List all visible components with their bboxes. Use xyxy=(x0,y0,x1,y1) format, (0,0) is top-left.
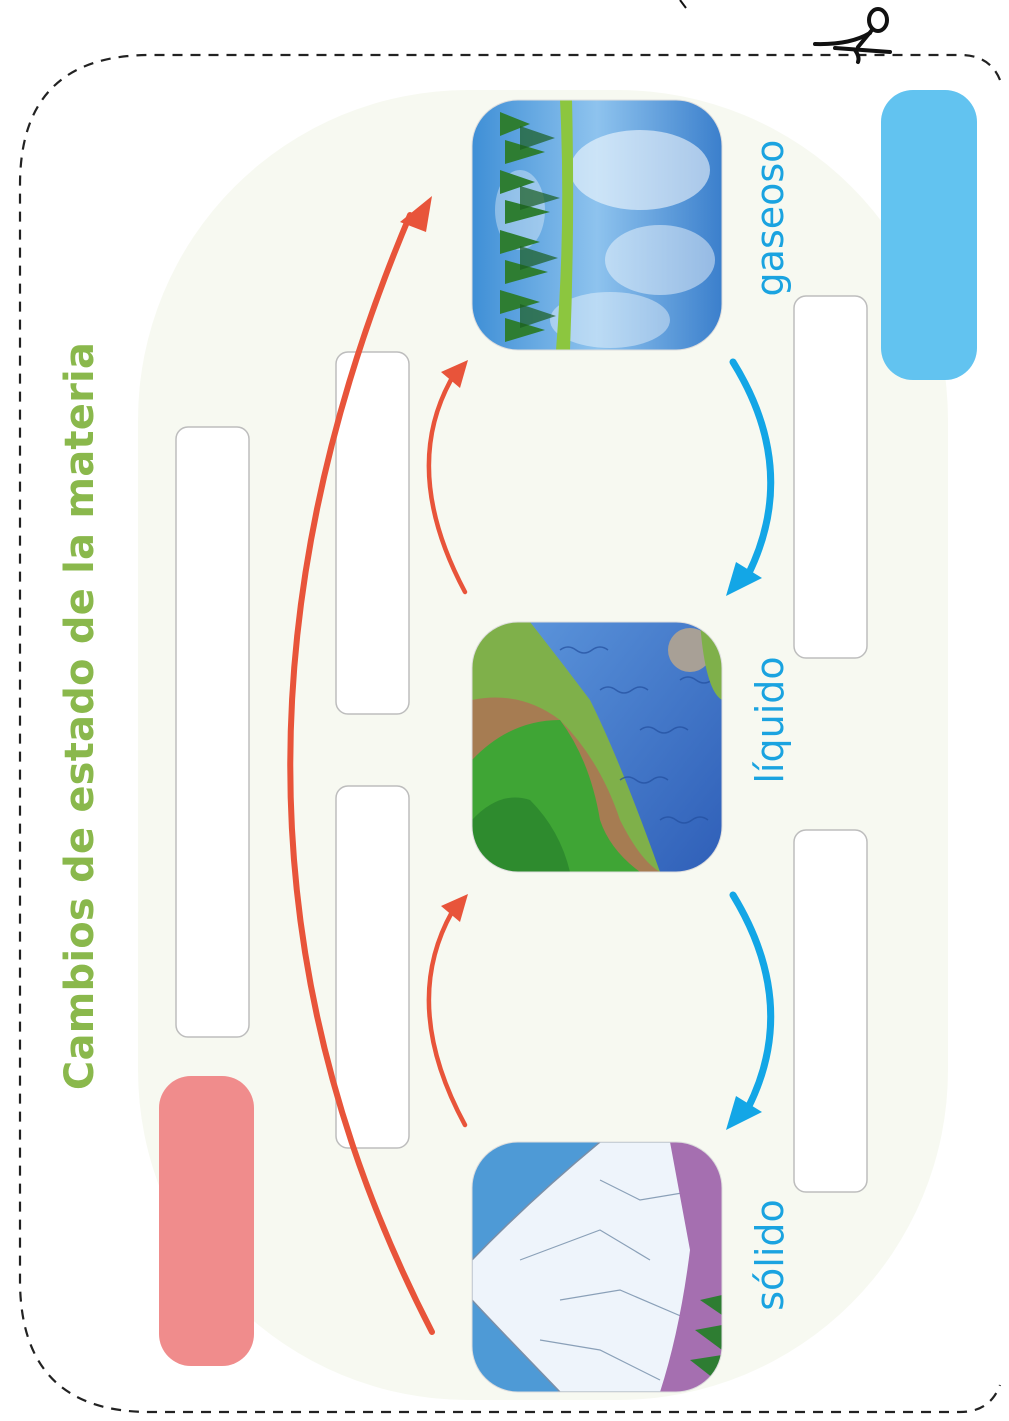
state-label-solid: sólido xyxy=(748,1199,792,1311)
heat-tag xyxy=(159,1076,254,1366)
evaporation-arrow xyxy=(426,360,468,595)
page-title: Cambios de estado de la materia xyxy=(57,341,103,1091)
state-label-liquid: líquido xyxy=(748,656,792,784)
answer-box-condensation[interactable] xyxy=(793,295,868,659)
scissors-icon xyxy=(813,7,892,64)
solidification-arrow xyxy=(726,891,775,1130)
answer-box-evaporation[interactable] xyxy=(335,351,410,715)
top-edge-tick xyxy=(679,0,687,9)
dashed-cut-border xyxy=(18,53,1002,1414)
answer-box-solidification[interactable] xyxy=(793,829,868,1193)
melting-arrow xyxy=(426,894,468,1128)
sublimation-arrow xyxy=(287,196,435,1335)
answer-box-melting[interactable] xyxy=(335,785,410,1149)
state-label-gas: gaseoso xyxy=(748,139,792,297)
cold-tag xyxy=(881,90,977,380)
liquid-state-image xyxy=(472,622,722,872)
gas-state-image xyxy=(472,100,722,350)
answer-box-sublimation[interactable] xyxy=(175,426,250,1038)
solid-state-image xyxy=(472,1142,722,1392)
condensation-arrow xyxy=(726,358,775,596)
